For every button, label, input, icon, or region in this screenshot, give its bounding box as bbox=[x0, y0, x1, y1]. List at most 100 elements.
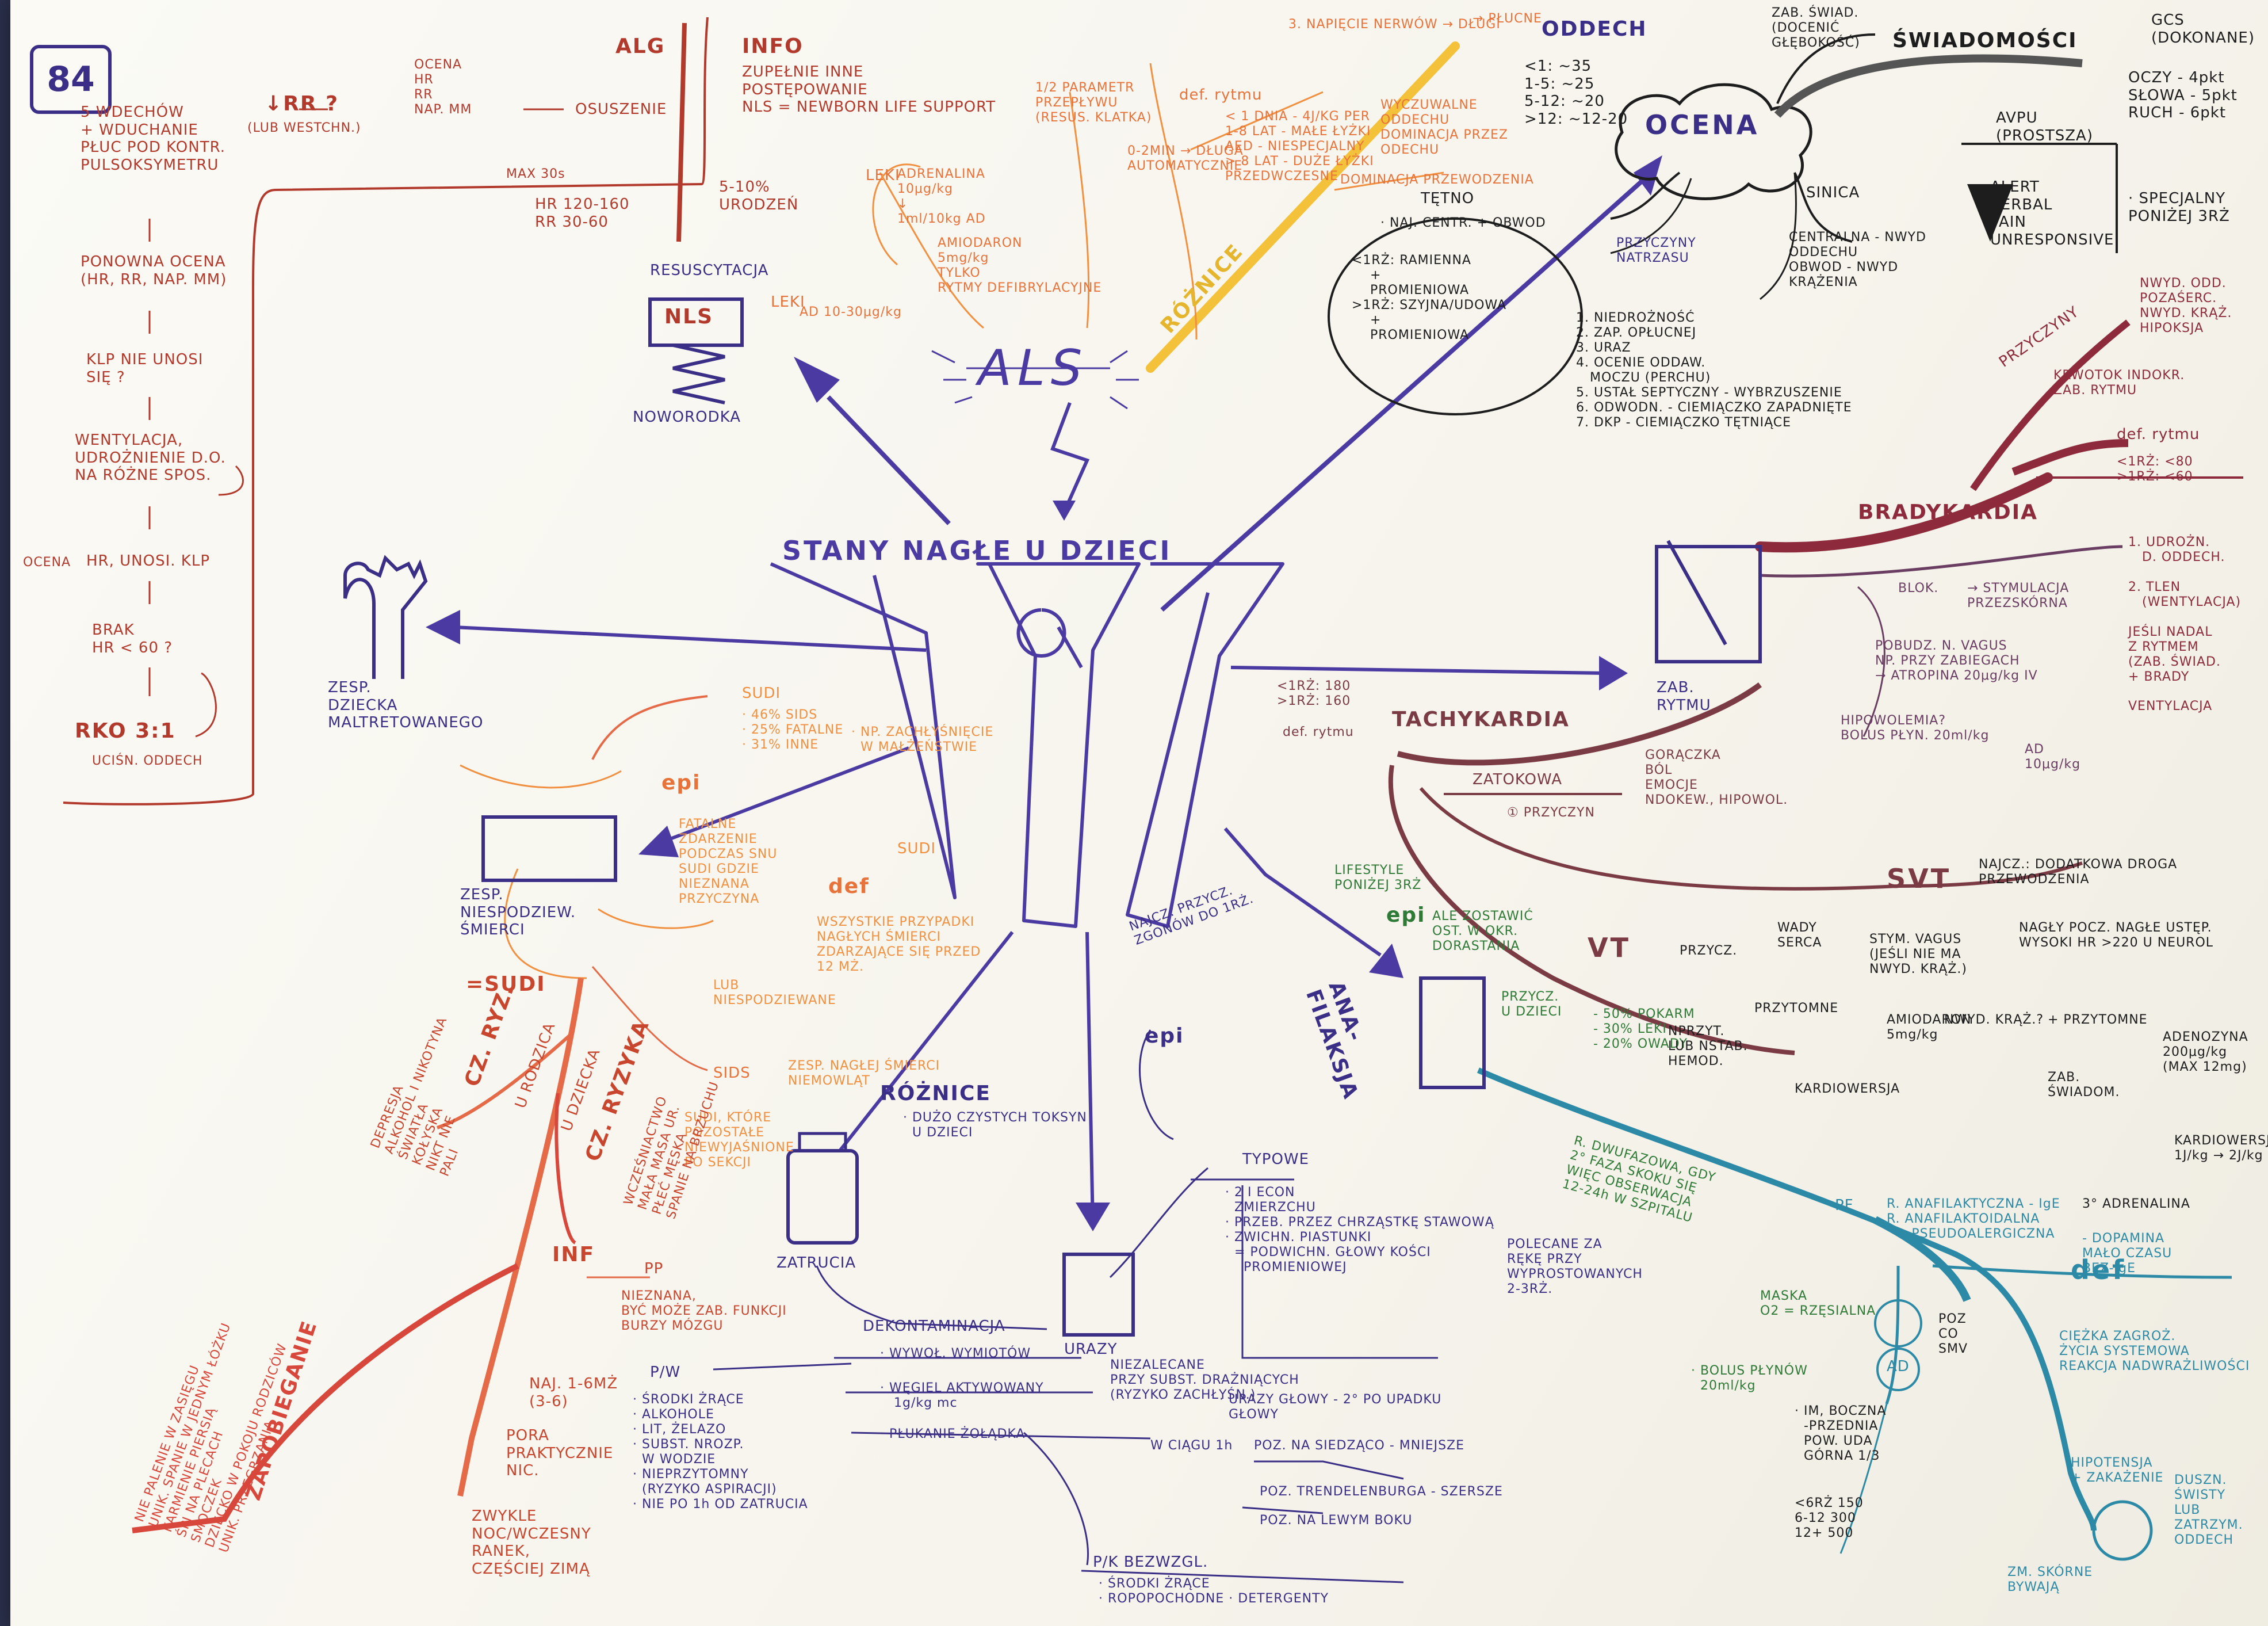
zab-rytmu-arrowhead bbox=[1599, 656, 1628, 690]
anafilaksja-connector bbox=[1223, 827, 1382, 957]
sids-stats: · 46% SIDS · 25% FATALNE · 31% INNE bbox=[742, 708, 844, 752]
spring-icon bbox=[672, 343, 725, 404]
ocena-cloud bbox=[1615, 83, 1812, 200]
syringe-icon bbox=[1419, 976, 1486, 1089]
anafilaksja-def: def bbox=[2071, 1254, 2127, 1285]
rytm-vt-przytomne: PRZYTOMNE bbox=[1754, 1001, 1839, 1016]
rytm-przytomne: + PRZYTOMNE bbox=[2048, 1013, 2148, 1027]
zab-rytmu-connector bbox=[1230, 666, 1605, 675]
als-plucne: → PŁUCNE bbox=[1473, 12, 1542, 26]
algo-arrows bbox=[148, 108, 564, 738]
tachykardia-branch bbox=[1397, 682, 1762, 766]
nls-hr: HR 120-160 RR 30-60 bbox=[535, 196, 630, 231]
algo-ucisk: UCIŚN. ODDECH bbox=[92, 754, 203, 768]
nls-arrowhead bbox=[794, 357, 840, 403]
zatrucia-wegiel: · WĘGIEL AKTYWOWANY 1g/kg mc bbox=[880, 1381, 1044, 1410]
rytm-def-label: def. rytmu bbox=[1283, 725, 1354, 739]
rytm-kardiowersja: KARDIOWERSJA 1J/kg → 2J/kg bbox=[2174, 1133, 2268, 1163]
algo-ocena: OCENA HR RR NAP. MM bbox=[414, 58, 472, 117]
ocena-avpu-title: AVPU (PROSTSZA) bbox=[1996, 109, 2093, 144]
maltretowane-title: ZESP. DZIECKA MALTRETOWANEGO bbox=[328, 679, 484, 732]
tetno-bubble bbox=[1328, 217, 1583, 415]
sids-sudi: SUDI bbox=[742, 685, 781, 702]
ocena-arrowhead bbox=[1634, 155, 1662, 196]
anafilaksja-branch bbox=[1477, 1067, 2097, 1531]
anafilaksja-przyczyny-text: - 50% POKARM - 30% LEKI - 20% OWADY bbox=[1593, 1007, 1695, 1051]
als-zmiany: 0-2MIN → DŁUGA AUTOMATYCZNIE bbox=[1127, 144, 1244, 173]
funnel-core bbox=[976, 562, 1141, 928]
anafilaksja-ad-pct: 3° ADRENALINA bbox=[2082, 1197, 2190, 1211]
nls-pct: 5-10% URODZEŃ bbox=[719, 178, 799, 213]
ocena-oddech-text: <1: ~35 1-5: ~25 5-12: ~20 >12: ~12-20 bbox=[1524, 58, 1628, 128]
algo-klp: KLP NIE UNOSI SIĘ ? bbox=[86, 351, 204, 386]
zatrucia-title: ZATRUCIA bbox=[777, 1254, 856, 1272]
algo-max: MAX 30s bbox=[506, 167, 565, 181]
sids-wypadki: · NP. ZACHŁYŚNIĘCIE W MAŁŻEŃSTWIE bbox=[851, 725, 994, 754]
rytm-title: ZAB. RYTMU bbox=[1657, 679, 1711, 714]
nls-info-text: ZUPEŁNIE INNE POSTĘPOWANIE NLS = NEWBORN… bbox=[742, 63, 996, 116]
sids-inf: INF bbox=[552, 1243, 595, 1266]
zatrucia-lines bbox=[713, 1029, 1438, 1583]
ocena-gcs: GCS (DOKONANE) bbox=[2151, 12, 2255, 47]
ocena-tetno-text: · NAJ. CENTR. + OBWOD bbox=[1380, 216, 1546, 230]
algo-osuszenie: OSUSZENIE bbox=[575, 101, 667, 118]
algo-ocena2: OCENA bbox=[23, 555, 71, 570]
zatrucia-pk-text: · ŚRODKI ŻRĄCE · ROPOPOCHODNE · DETERGEN… bbox=[1099, 1577, 1329, 1606]
rytm-tachy: TACHYKARDIA bbox=[1392, 708, 1570, 731]
anafilaksja-ad-label: AD bbox=[1887, 1358, 1910, 1375]
urazy-polecane: POLECANE ZA RĘKĘ PRZY WYPROSTOWANYCH 2-3… bbox=[1507, 1237, 1643, 1296]
rytm-hipowol: HIPOWOLEMIA? BOLUS PŁYN. 20ml/kg bbox=[1841, 713, 1990, 743]
nls-alg: ALG bbox=[615, 35, 666, 58]
anafilaksja-ad-text: · IM, BOCZNA -PRZEDNIA POW. UDA GÓRNA 1/… bbox=[1795, 1404, 1887, 1463]
rytm-zatokowa-text: GORĄCZKA BÓL EMOCJE NDOKEW., HIPOWOL. bbox=[1645, 748, 1788, 807]
sids-pp-text: NIEZNANA, BYĆ MOŻE ZAB. FUNKCJI BURZY MÓ… bbox=[621, 1289, 787, 1333]
ocena-przyczyny-text: 1. NIEDROŻNOŚĆ 2. ZAP. OPŁUCNEJ 3. URAZ … bbox=[1576, 311, 1852, 430]
sids-zwykle: ZWYKLE NOC/WCZESNY RANEK, CZĘŚCIEJ ZIMĄ bbox=[472, 1507, 591, 1578]
rytm-nwyd: NWYD. KRĄŻ.? bbox=[1944, 1013, 2044, 1027]
zatrucia-poz-lewa: POZ. NA LEWYM BOKU bbox=[1260, 1513, 1413, 1528]
rytm-ad: AD 10μg/kg bbox=[2025, 742, 2081, 772]
urazy-title: URAZY bbox=[1064, 1341, 1118, 1358]
rytm-vt-przycz: PRZYCZ. bbox=[1680, 944, 1738, 958]
anafilaksja-zm-skorne: ZM. SKÓRNE BYWAJĄ bbox=[2007, 1565, 2093, 1594]
urazy-typowe-text: · 2 I ECON ZMIERZCHU · PRZEB. PRZEZ CHRZ… bbox=[1225, 1185, 1494, 1274]
brady-przyczyny-branch bbox=[1970, 319, 2131, 491]
als-def-label: def. rytmu bbox=[1179, 86, 1263, 104]
sids-pp: PP bbox=[644, 1260, 664, 1277]
sids-lub: LUB NIESPODZIEWANE bbox=[713, 978, 836, 1007]
sids-barcode-icon bbox=[481, 815, 617, 882]
urazy-box-icon bbox=[1062, 1253, 1135, 1337]
inf-branch bbox=[457, 978, 584, 1497]
ocena-connector bbox=[1160, 177, 1647, 612]
nls-noworodka: NOWORODKA bbox=[633, 409, 741, 426]
rytm-svt: SVT bbox=[1887, 863, 1952, 894]
urazy-epi: epi bbox=[1145, 1024, 1184, 1048]
als-amiodaron: AMIODARON 5mg/kg TYLKO RYTMY DEFIBRYLACY… bbox=[938, 236, 1102, 295]
rytm-amiodaron: AMIODARON 5mg/kg bbox=[1887, 1013, 1972, 1042]
rytm-vt-przycz-text: WADY SERCA bbox=[1777, 921, 1822, 950]
algo-wdechy: 5 WDECHÓW + WDUCHANIE PŁUC POD KONTR. PU… bbox=[81, 104, 225, 174]
sids-title: ZESP. NIESPODZIEW. ŚMIERCI bbox=[460, 886, 576, 939]
metronome-icon bbox=[1655, 545, 1762, 663]
zatrucia-pk: P/K BEZWZGL. bbox=[1093, 1554, 1208, 1571]
algo-ponowna: PONOWNA OCENA (HR, RR, NAP. MM) bbox=[81, 253, 227, 288]
rytm-brady-def: def. rytmu bbox=[2117, 426, 2200, 443]
ocena-title: OCENA bbox=[1645, 109, 1760, 140]
ocena-swiadomosci: ŚWIADOMOŚCI bbox=[1892, 29, 2078, 52]
als-napiecia: 3. NAPIĘCIE NERWÓW → DŁUGI bbox=[1288, 17, 1501, 32]
rytm-nprzyt: NPRZYT. LUB NSTAB. HEMOD. bbox=[1668, 1024, 1748, 1068]
rytm-brady-steps: 1. UDROŻN. D. ODDECH. 2. TLEN (WENTYLACJ… bbox=[2128, 535, 2242, 714]
sids-def-sudi: SUDI bbox=[897, 840, 936, 857]
anafilaksja-epi: epi bbox=[1386, 903, 1426, 927]
nls-leki-text: AD 10-30μg/kg bbox=[800, 305, 902, 319]
sids-arrowhead bbox=[638, 826, 679, 857]
anafilaksja-ad-doses: <6RŻ 150 6-12 300 12+ 500 bbox=[1795, 1496, 1864, 1540]
nls-info: INFO bbox=[742, 35, 804, 58]
nls-subtitle: RESUSCYTACJA bbox=[650, 262, 769, 279]
rytm-blok-text: → STYMULACJA PRZEZSKÓRNA bbox=[1967, 581, 2070, 610]
als-leki-branch bbox=[872, 63, 1444, 340]
rytm-brady-przyczyny-text: NWYD. ODD. POZAŚERC. NWYD. KRĄŻ. HIPOKSJ… bbox=[2140, 276, 2232, 335]
urazy-glowy: · URAZY GŁOWY - 2° PO UPADKU GŁOWY bbox=[1219, 1392, 1442, 1422]
svt-branch bbox=[1419, 787, 2083, 891]
